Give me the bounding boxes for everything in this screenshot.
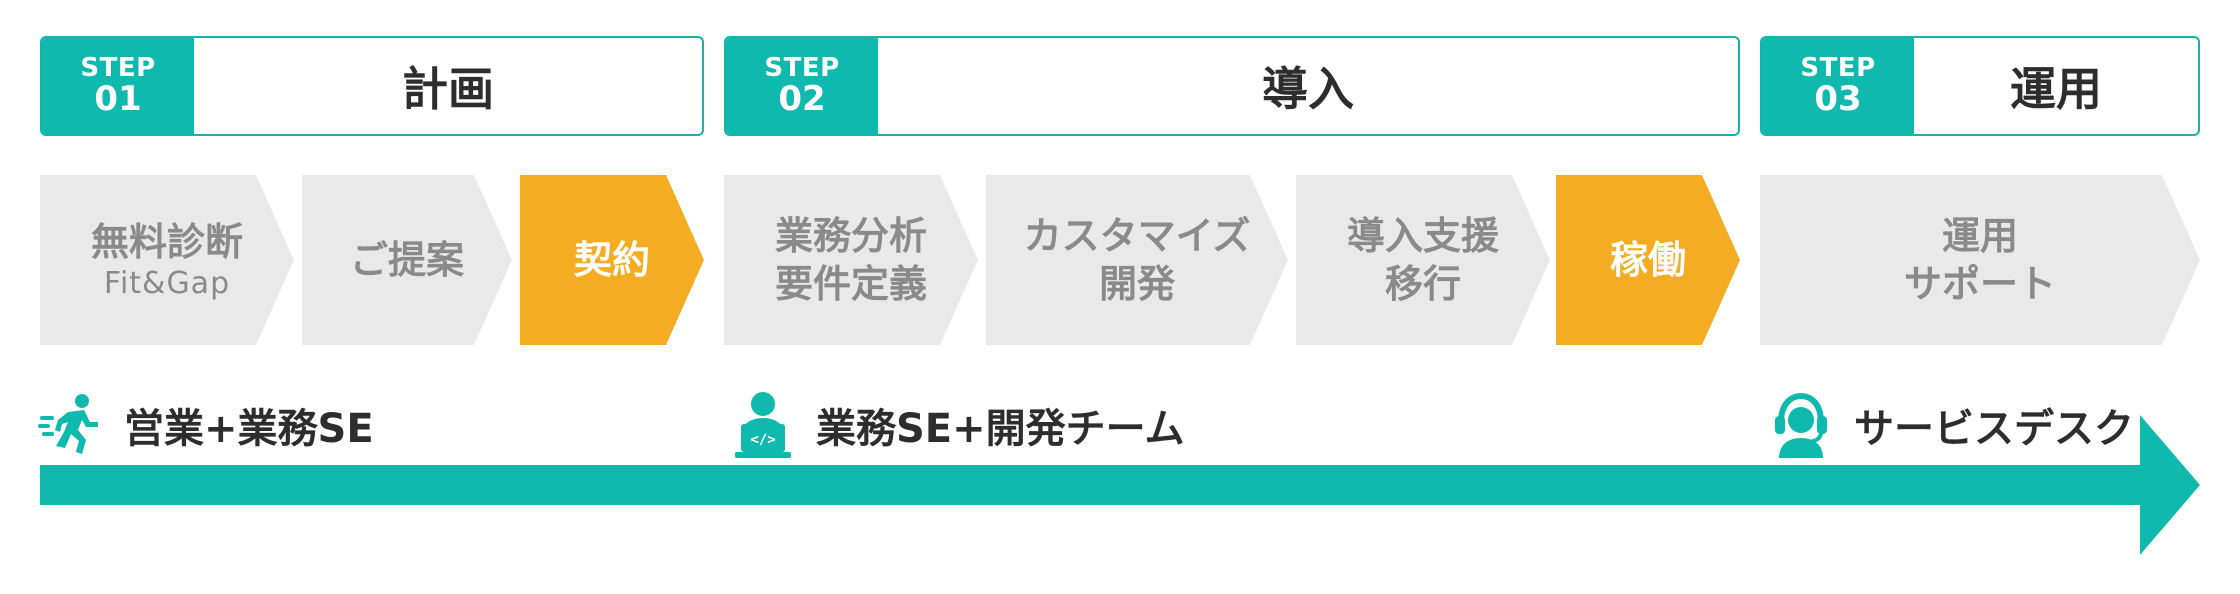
step-label: 運用 xyxy=(1941,214,2018,258)
step-label-line2: 移行 xyxy=(1384,262,1461,306)
step-customize-dev: カスタマイズ 開発 xyxy=(986,175,1288,345)
step-label: 無料診断 xyxy=(90,220,243,264)
svg-text:</>: </> xyxy=(750,432,775,448)
timeline-arrow xyxy=(40,415,2200,555)
running-person-icon xyxy=(36,390,106,460)
team-label: 営業+業務SE xyxy=(124,406,374,452)
developer-laptop-icon: </> xyxy=(728,390,798,460)
step-number: 01 xyxy=(94,78,142,119)
phase-introduction: STEP 02 導入 xyxy=(724,36,1740,136)
team-dev: </> 業務SE+開発チーム xyxy=(728,390,1184,460)
step-label-line2: 要件定義 xyxy=(774,262,927,306)
step-word: STEP xyxy=(80,52,156,83)
step-label-line2: 開発 xyxy=(1098,262,1175,306)
step-label: カスタマイズ xyxy=(1023,214,1251,258)
team-label: 業務SE+開発チーム xyxy=(816,406,1185,452)
step-badge-01: STEP 01 xyxy=(42,38,194,134)
step-label: ご提案 xyxy=(349,238,464,282)
step-badge-03: STEP 03 xyxy=(1762,38,1914,134)
step-word: STEP xyxy=(764,52,840,83)
phase-operation: STEP 03 運用 xyxy=(1760,36,2200,136)
step-proposal: ご提案 xyxy=(302,175,512,345)
step-label: 稼働 xyxy=(1609,238,1686,282)
step-operation-support: 運用 サポート xyxy=(1760,175,2200,345)
step-sublabel: Fit&Gap xyxy=(103,266,231,301)
step-label-line2: サポート xyxy=(1903,262,2056,306)
team-sales: 営業+業務SE xyxy=(36,390,374,460)
phase-title: 計画 xyxy=(402,62,494,116)
headset-support-icon xyxy=(1766,390,1836,460)
step-label: 導入支援 xyxy=(1346,214,1499,258)
step-introduction-support: 導入支援 移行 xyxy=(1296,175,1550,345)
phase-title: 導入 xyxy=(1262,62,1354,116)
team-service-desk: サービスデスク xyxy=(1766,390,2134,460)
phase-title: 運用 xyxy=(2010,62,2102,116)
step-number: 02 xyxy=(778,78,826,119)
step-number: 03 xyxy=(1814,78,1862,119)
step-go-live: 稼働 xyxy=(1556,175,1740,345)
step-free-diagnosis: 無料診断 Fit&Gap xyxy=(40,175,294,345)
step-label: 契約 xyxy=(573,238,650,282)
step-contract: 契約 xyxy=(520,175,704,345)
step-badge-02: STEP 02 xyxy=(726,38,878,134)
step-label: 業務分析 xyxy=(774,214,927,258)
step-business-analysis: 業務分析 要件定義 xyxy=(724,175,978,345)
step-word: STEP xyxy=(1800,52,1876,83)
phase-plan: STEP 01 計画 xyxy=(40,36,704,136)
team-label: サービスデスク xyxy=(1854,406,2134,452)
